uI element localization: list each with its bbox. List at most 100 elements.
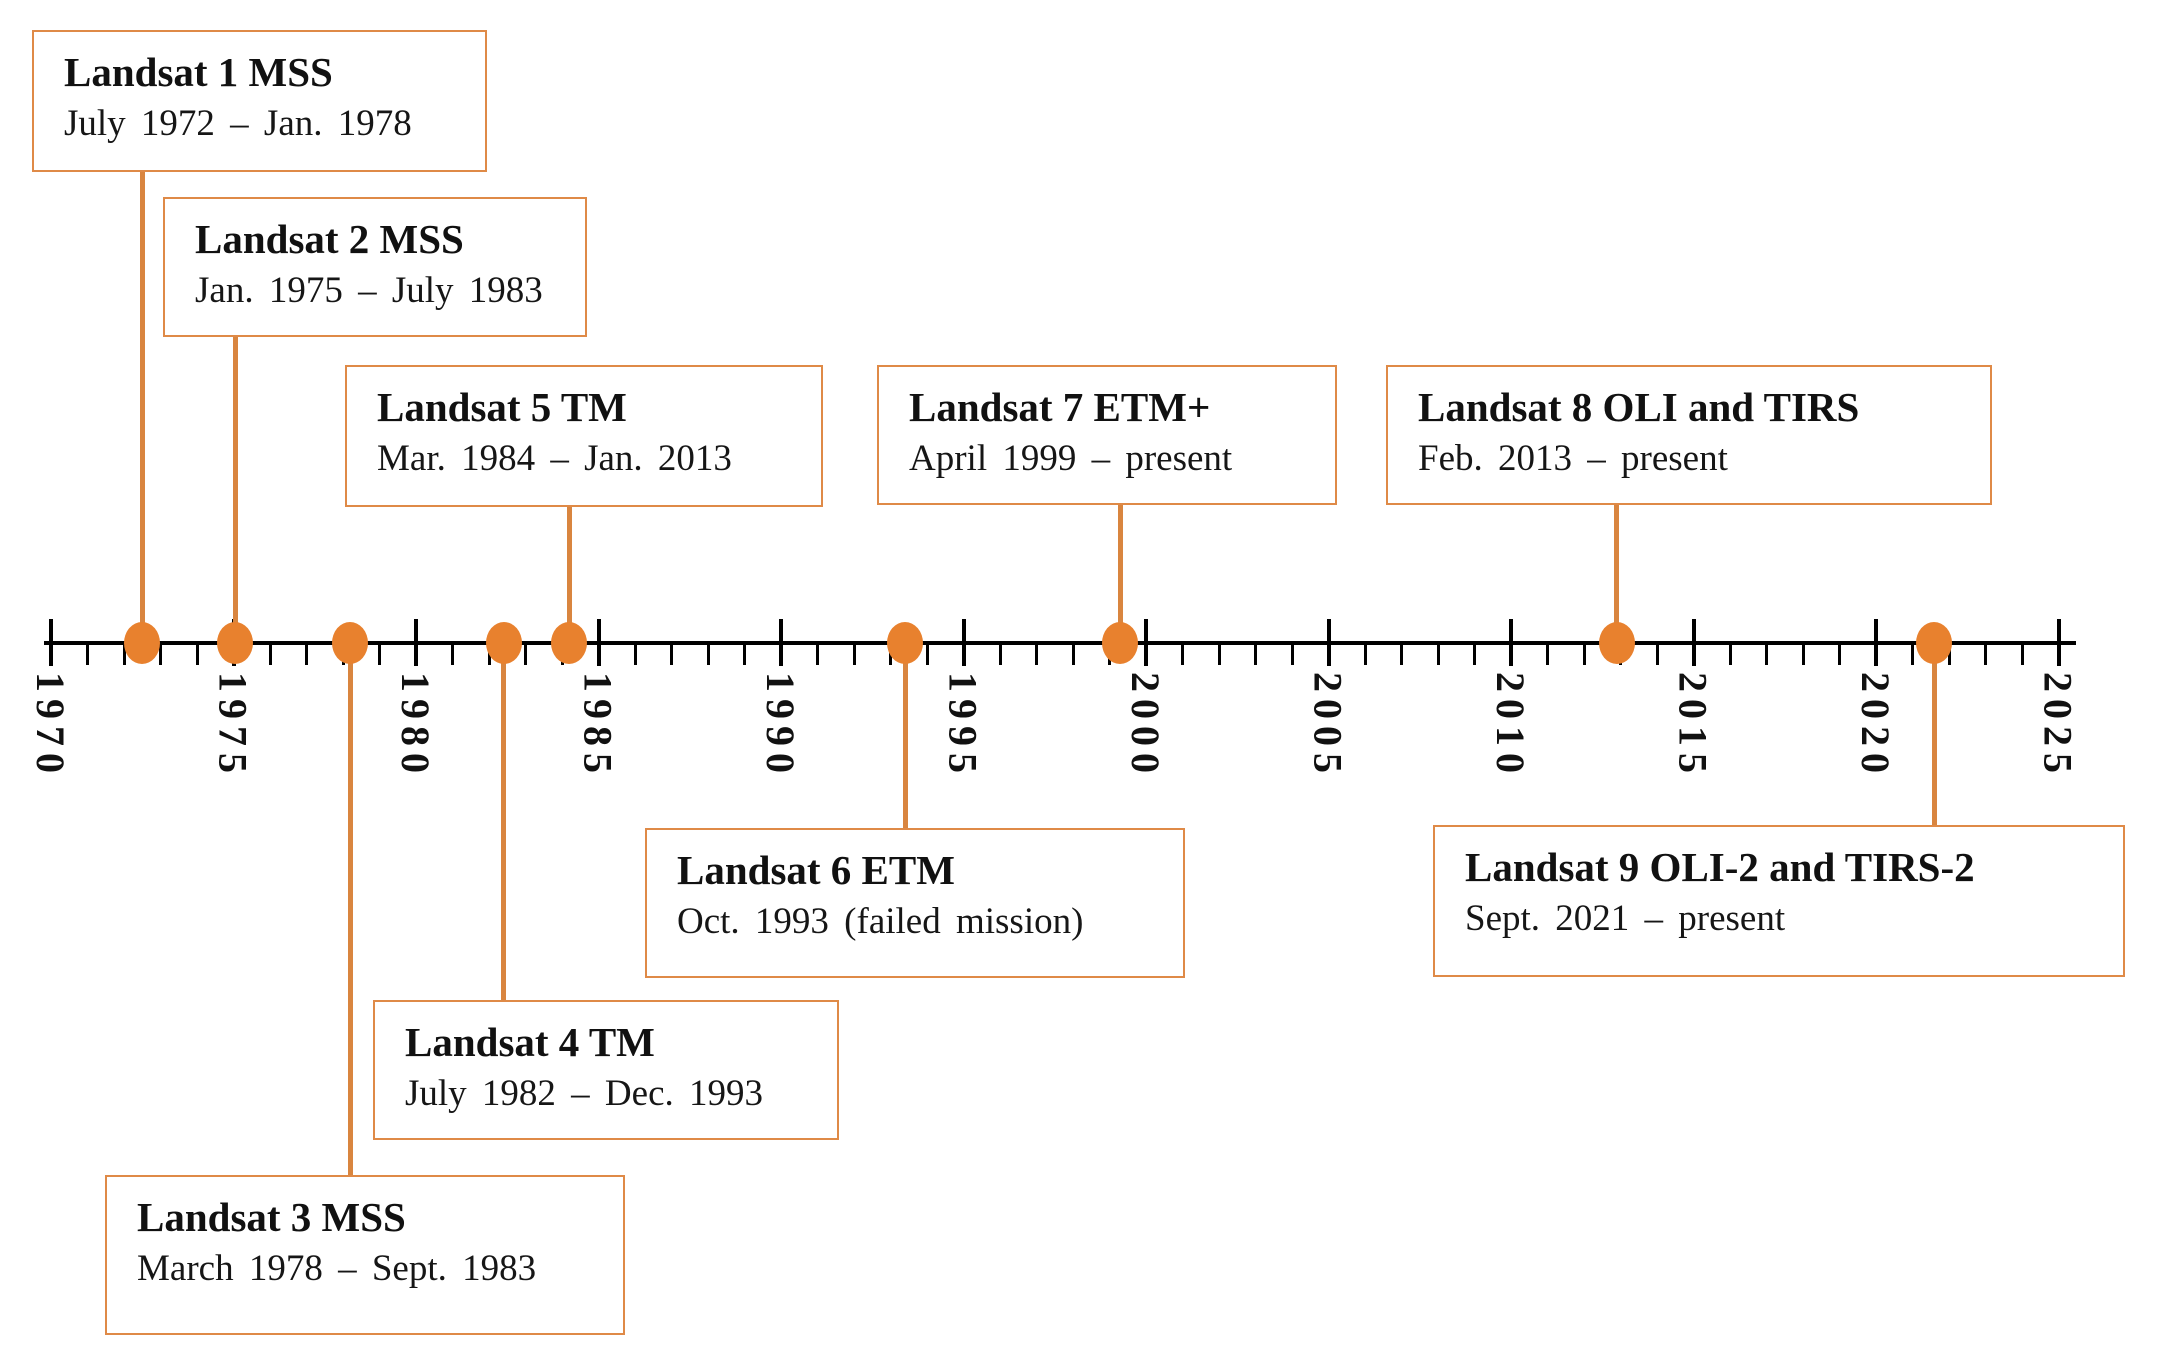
mission-dates-landsat-5-tm: Mar. 1984 – Jan. 2013 xyxy=(377,438,732,480)
axis-major-tick-1970 xyxy=(49,619,53,666)
mission-box-landsat-8-oli-and-tirs: Landsat 8 OLI and TIRS Feb. 2013 – presen… xyxy=(1386,365,1992,505)
year-label-2015: 2015 xyxy=(1670,672,1716,780)
axis-minor-tick-2018 xyxy=(1801,645,1805,665)
axis-minor-tick-2024 xyxy=(2020,645,2024,665)
mission-box-landsat-1-mss: Landsat 1 MSS July 1972 – Jan. 1978 xyxy=(32,30,487,172)
axis-minor-tick-2014 xyxy=(1655,645,1659,665)
axis-major-tick-2025 xyxy=(2056,619,2061,666)
mission-dot-landsat-8-oli-and-tirs xyxy=(1598,622,1635,664)
axis-minor-tick-1973 xyxy=(159,645,162,665)
year-label-2000: 2000 xyxy=(1123,672,1168,780)
axis-minor-tick-2004 xyxy=(1290,645,1294,665)
mission-dot-landsat-9-oli-2-and-tirs-2 xyxy=(1916,622,1953,664)
axis-major-tick-2020 xyxy=(1874,619,1878,666)
axis-minor-tick-2016 xyxy=(1728,645,1732,665)
axis-minor-tick-2003 xyxy=(1254,645,1257,665)
axis-minor-tick-2019 xyxy=(1838,645,1841,665)
axis-minor-tick-2008 xyxy=(1436,645,1440,665)
mission-stem-landsat-8-oli-and-tirs xyxy=(1614,502,1620,643)
mission-dates-landsat-3-mss: March 1978 – Sept. 1983 xyxy=(137,1248,537,1290)
axis-minor-tick-1972 xyxy=(122,645,126,665)
axis-minor-tick-1983 xyxy=(524,645,527,665)
axis-minor-tick-1994 xyxy=(925,645,929,665)
mission-title-landsat-1-mss: Landsat 1 MSS xyxy=(64,49,333,95)
mission-title-landsat-8-oli-and-tirs: Landsat 8 OLI and TIRS xyxy=(1418,384,1860,430)
axis-minor-tick-1991 xyxy=(816,645,819,665)
axis-minor-tick-1977 xyxy=(305,645,308,665)
axis-minor-tick-1981 xyxy=(451,645,454,665)
year-label-1985: 1985 xyxy=(575,672,621,780)
mission-stem-landsat-7-etm xyxy=(1117,502,1123,643)
mission-dot-landsat-3-mss xyxy=(332,622,369,664)
axis-major-tick-1985 xyxy=(596,619,601,666)
axis-minor-tick-2022 xyxy=(1947,645,1951,665)
axis-minor-tick-2012 xyxy=(1582,645,1586,665)
axis-minor-tick-1998 xyxy=(1071,645,1075,665)
axis-major-tick-2005 xyxy=(1326,619,1331,666)
mission-stem-landsat-2-mss xyxy=(232,334,238,643)
year-label-1995: 1995 xyxy=(940,672,986,780)
mission-dates-landsat-6-etm: Oct. 1993 (failed mission) xyxy=(677,901,1084,943)
mission-stem-landsat-4-tm xyxy=(501,643,507,1003)
mission-title-landsat-9-oli-2-and-tirs-2: Landsat 9 OLI-2 and TIRS-2 xyxy=(1465,844,1975,890)
axis-minor-tick-1986 xyxy=(633,645,637,665)
mission-title-landsat-5-tm: Landsat 5 TM xyxy=(377,384,627,430)
mission-stem-landsat-3-mss xyxy=(347,643,353,1178)
mission-dot-landsat-2-mss xyxy=(217,622,254,664)
year-label-1980: 1980 xyxy=(393,672,438,780)
mission-title-landsat-3-mss: Landsat 3 MSS xyxy=(137,1194,406,1240)
mission-dot-landsat-4-tm xyxy=(485,622,522,664)
year-label-2010: 2010 xyxy=(1488,672,1533,780)
axis-minor-tick-2006 xyxy=(1363,645,1367,665)
axis-minor-tick-2021 xyxy=(1911,645,1914,665)
mission-title-landsat-7-etm: Landsat 7 ETM+ xyxy=(909,384,1211,430)
axis-minor-tick-2009 xyxy=(1473,645,1476,665)
mission-dates-landsat-8-oli-and-tirs: Feb. 2013 – present xyxy=(1418,438,1728,480)
mission-dates-landsat-1-mss: July 1972 – Jan. 1978 xyxy=(64,103,412,145)
axis-minor-tick-1996 xyxy=(998,645,1002,665)
mission-dot-landsat-6-etm xyxy=(887,622,924,664)
axis-major-tick-1980 xyxy=(414,619,418,666)
mission-title-landsat-4-tm: Landsat 4 TM xyxy=(405,1019,655,1065)
mission-dates-landsat-9-oli-2-and-tirs-2: Sept. 2021 – present xyxy=(1465,898,1786,940)
axis-minor-tick-1997 xyxy=(1035,645,1038,665)
mission-title-landsat-2-mss: Landsat 2 MSS xyxy=(195,216,464,262)
year-label-2020: 2020 xyxy=(1853,672,1898,780)
axis-minor-tick-1987 xyxy=(670,645,673,665)
mission-title-landsat-6-etm: Landsat 6 ETM xyxy=(677,847,955,893)
axis-major-tick-1995 xyxy=(961,619,966,666)
axis-major-tick-1990 xyxy=(779,619,783,666)
year-label-2005: 2005 xyxy=(1305,672,1351,780)
axis-minor-tick-2007 xyxy=(1400,645,1403,665)
mission-dot-landsat-1-mss xyxy=(124,622,161,664)
year-label-1970: 1970 xyxy=(28,672,73,780)
axis-minor-tick-2002 xyxy=(1217,645,1221,665)
axis-minor-tick-1988 xyxy=(706,645,710,665)
axis-minor-tick-1976 xyxy=(268,645,272,665)
mission-stem-landsat-9-oli-2-and-tirs-2 xyxy=(1931,643,1937,828)
mission-stem-landsat-5-tm xyxy=(566,504,572,643)
year-label-2025: 2025 xyxy=(2035,672,2081,780)
axis-minor-tick-1979 xyxy=(378,645,381,665)
year-label-1990: 1990 xyxy=(758,672,803,780)
axis-minor-tick-2023 xyxy=(1984,645,1987,665)
axis-minor-tick-1992 xyxy=(852,645,856,665)
axis-minor-tick-2001 xyxy=(1181,645,1184,665)
mission-box-landsat-6-etm: Landsat 6 ETM Oct. 1993 (failed mission) xyxy=(645,828,1185,978)
axis-minor-tick-1989 xyxy=(743,645,746,665)
mission-box-landsat-7-etm: Landsat 7 ETM+ April 1999 – present xyxy=(877,365,1337,505)
mission-dot-landsat-7-etm xyxy=(1102,622,1139,664)
axis-minor-tick-2011 xyxy=(1546,645,1549,665)
axis-minor-tick-1974 xyxy=(195,645,199,665)
year-label-1975: 1975 xyxy=(210,672,256,780)
axis-minor-tick-1971 xyxy=(86,645,89,665)
mission-dates-landsat-7-etm: April 1999 – present xyxy=(909,438,1233,480)
mission-stem-landsat-6-etm xyxy=(902,643,908,831)
axis-major-tick-2010 xyxy=(1509,619,1513,666)
mission-dot-landsat-5-tm xyxy=(551,622,588,664)
mission-stem-landsat-1-mss xyxy=(139,169,145,643)
